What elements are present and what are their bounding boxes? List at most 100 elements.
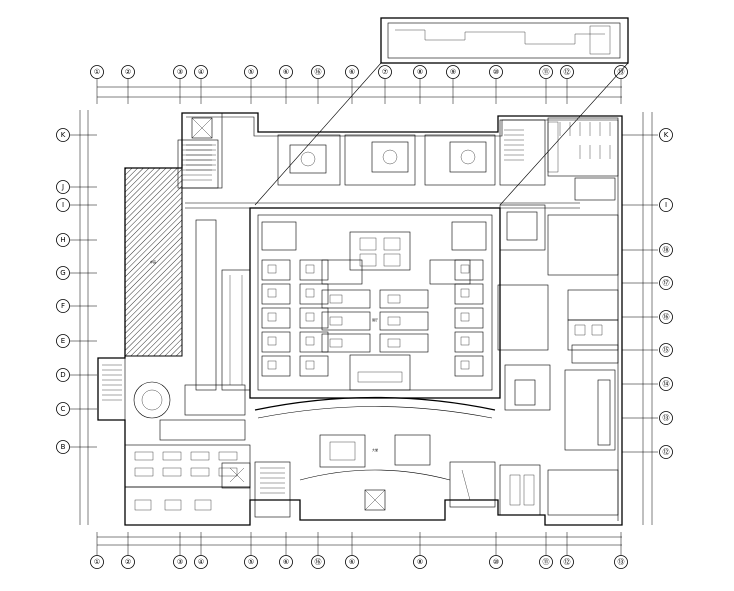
grid-col-bot-12-bubble: [614, 555, 628, 569]
grid-col-bot-10-label: ⑪: [543, 558, 550, 566]
bay-fixture: [387, 338, 401, 348]
grid-col-top-0-bubble: [90, 65, 104, 79]
grid-col-top-11-bubble: [489, 65, 503, 79]
grid-col-top-13-bubble: [560, 65, 574, 79]
grid-row-left-5-label: F: [61, 302, 65, 310]
grid-row-right-3-label: ⑰: [663, 279, 670, 287]
corridor: [185, 202, 580, 209]
grid-row-left-9-bubble: [56, 440, 70, 454]
grid-row-left-0-bubble: [56, 128, 70, 142]
right-block: [497, 204, 619, 516]
top-rooms: [181, 112, 619, 201]
grid-row-left-2-label: I: [62, 201, 64, 209]
grid-col-bot-0-bubble: [90, 555, 104, 569]
desk: [134, 499, 152, 511]
grid-col-bot-2-label: ③: [177, 558, 183, 566]
atrium-label: 中庭: [150, 259, 156, 264]
hall-bay: [261, 307, 291, 329]
grid-row-right-1-label: I: [665, 201, 667, 209]
grid-col-top-14-bubble: [614, 65, 628, 79]
grid-col-bot-3-label: ④: [198, 558, 204, 566]
grid-col-bot-5-label: ⑥: [283, 558, 289, 566]
grid-col-bot-6-bubble: [311, 555, 325, 569]
hall-bay: [321, 311, 371, 331]
grid-col-bot-0-label: ①: [94, 558, 100, 566]
hall-bay: [454, 331, 484, 353]
lobby: 大堂: [254, 396, 496, 518]
grid-col-top-2-label: ③: [177, 68, 183, 76]
stair-nw: [177, 139, 219, 189]
grid-col-bot-11-label: ⑫: [564, 558, 571, 566]
bay-fixture: [460, 288, 470, 298]
grid-col-bot-6-label: ⑯: [315, 558, 322, 566]
hall-bay: [299, 355, 329, 377]
grid-col-top-8-label: ⑦: [382, 68, 388, 76]
lobby-label: 大堂: [372, 447, 378, 452]
grid-row-right-8-label: ⑫: [663, 448, 670, 456]
desk: [162, 451, 182, 461]
grid-col-top-8-bubble: [378, 65, 392, 79]
grid-row-right-7-bubble: [659, 411, 673, 425]
bay-fixture: [305, 264, 315, 274]
bay-fixture: [460, 312, 470, 322]
grid-col-top-11-label: ⑩: [493, 68, 499, 76]
bay-fixture: [460, 360, 470, 370]
grid-row-left-1-bubble: [56, 180, 70, 194]
grid-col-top-10-bubble: [446, 65, 460, 79]
desk: [164, 499, 182, 511]
grid-row-left-6-label: E: [61, 337, 65, 345]
grid-row-left-8-label: C: [61, 405, 66, 413]
grid-col-top-1-label: ②: [125, 68, 131, 76]
grid-col-top-9-label: ⑧: [417, 68, 423, 76]
grid-col-bot-7-label: ⑥: [349, 558, 355, 566]
hall-bay: [261, 331, 291, 353]
bay-fixture: [267, 360, 277, 370]
grid-row-left-7-label: D: [60, 371, 65, 379]
detail-callout: [254, 17, 629, 206]
hall-bay: [429, 259, 471, 285]
grid-row-right-3-bubble: [659, 276, 673, 290]
office-desks: [134, 451, 238, 511]
grid-row-left-1-label: J: [61, 183, 64, 191]
grid-row-right-6-label: ⑭: [663, 380, 670, 388]
bay-fixture: [305, 336, 315, 346]
grid-col-top-13-label: ⑫: [564, 68, 571, 76]
grid-row-left-4-bubble: [56, 266, 70, 280]
grid-col-bot-2-bubble: [173, 555, 187, 569]
bay-fixture: [267, 264, 277, 274]
desk: [218, 467, 238, 477]
hall-bay: [261, 259, 291, 281]
grid-col-top-6-bubble: [311, 65, 325, 79]
grid-col-bot-5-bubble: [279, 555, 293, 569]
grid-col-top-6-label: ⑯: [315, 68, 322, 76]
grid-row-right-4-label: ⑯: [663, 313, 670, 321]
hall-bay: [454, 355, 484, 377]
grid-row-right-5-label: ⑮: [663, 346, 670, 354]
grid-col-bot-9-label: ⑩: [493, 558, 499, 566]
grid-col-bot-8-label: ⑧: [417, 558, 423, 566]
grid-row-left-9-label: B: [61, 443, 66, 451]
grid-col-top-4-label: ⑤: [248, 68, 254, 76]
grid-row-right-6-bubble: [659, 377, 673, 391]
grid-row-right-5-bubble: [659, 343, 673, 357]
atrium-void: 中庭: [124, 167, 183, 357]
bay-fixture: [305, 360, 315, 370]
grid-col-top-3-bubble: [194, 65, 208, 79]
hall-bay: [299, 331, 329, 353]
grid-row-right-2-label: ⑱: [663, 246, 670, 254]
left-corridor: [195, 219, 251, 391]
hall-bay: [379, 289, 429, 309]
main-hall: [249, 207, 501, 399]
bay-fixture: [305, 312, 315, 322]
hall-bay: [379, 311, 429, 331]
bay-fixture: [267, 336, 277, 346]
grid-col-bot-9-bubble: [489, 555, 503, 569]
desk: [218, 451, 238, 461]
grid-row-left-6-bubble: [56, 334, 70, 348]
desk: [190, 467, 210, 477]
grid-row-left-3-bubble: [56, 233, 70, 247]
